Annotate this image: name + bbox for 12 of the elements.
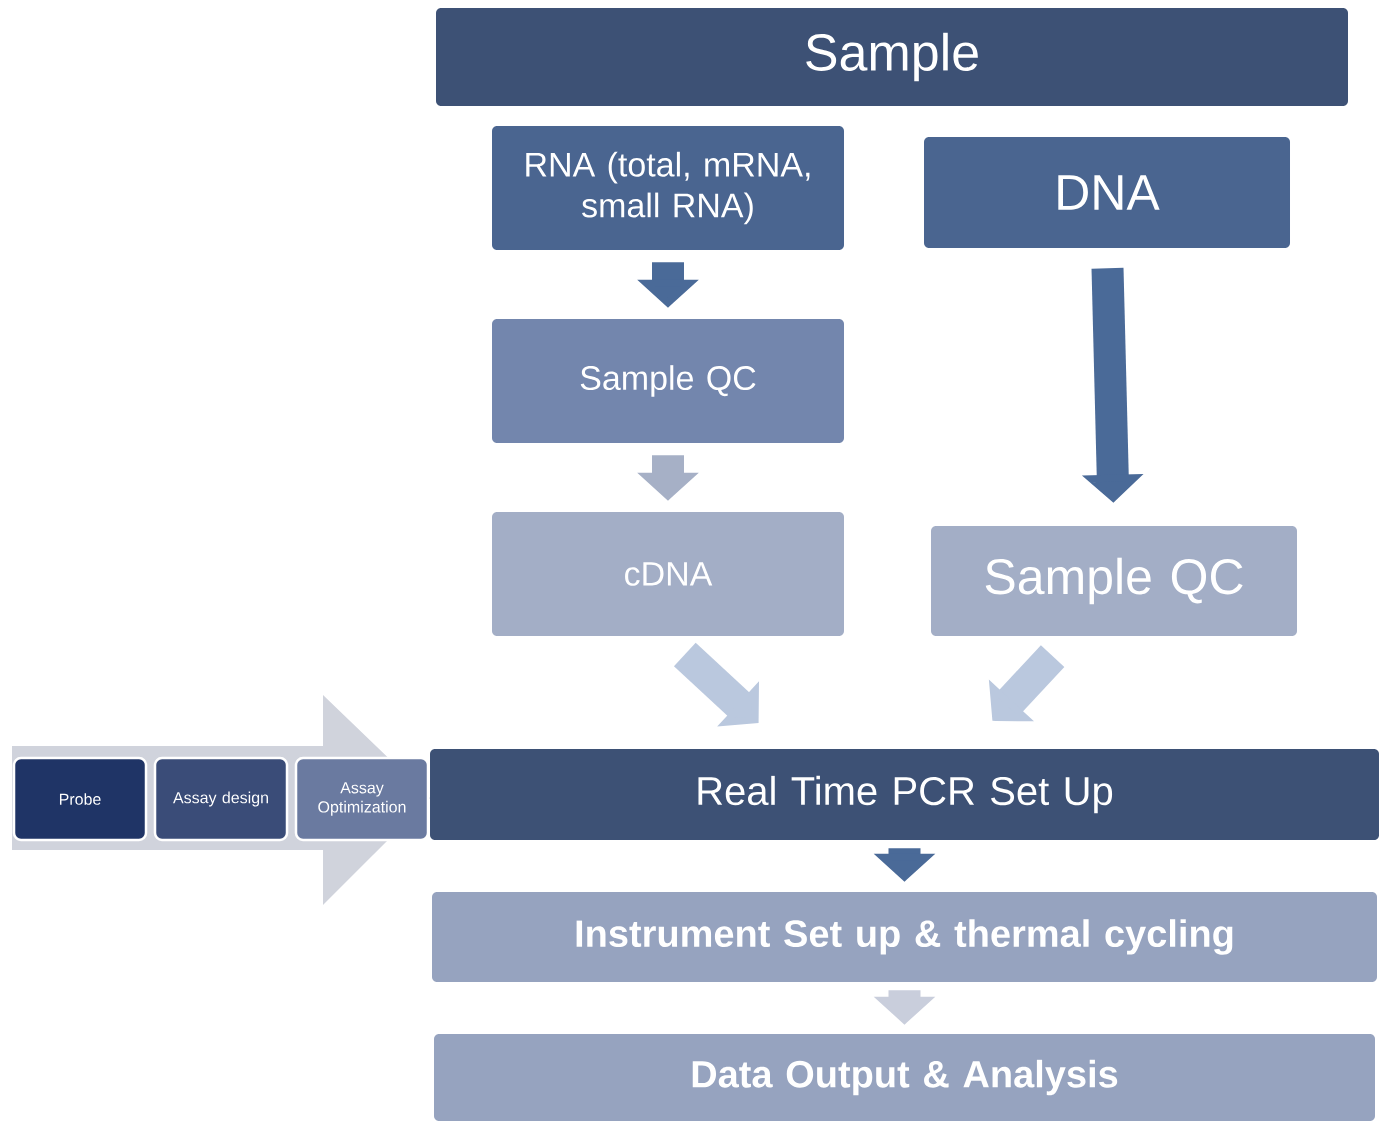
process-box: cDNA [492, 512, 844, 636]
step-box: Assay Optimization [294, 756, 430, 842]
step-box: Assay design [153, 756, 289, 842]
process-box: Data Output & Analysis [434, 1034, 1375, 1121]
step-box: Probe [12, 756, 148, 842]
title-box: Sample [436, 8, 1348, 106]
process-box: Real Time PCR Set Up [430, 749, 1379, 840]
process-box: Sample QC [492, 319, 844, 443]
process-box: Instrument Set up & thermal cycling [432, 892, 1377, 982]
process-box: RNA (total, mRNA, small RNA) [492, 126, 844, 250]
process-box: Sample QC [931, 526, 1297, 636]
process-box: DNA [924, 137, 1290, 248]
